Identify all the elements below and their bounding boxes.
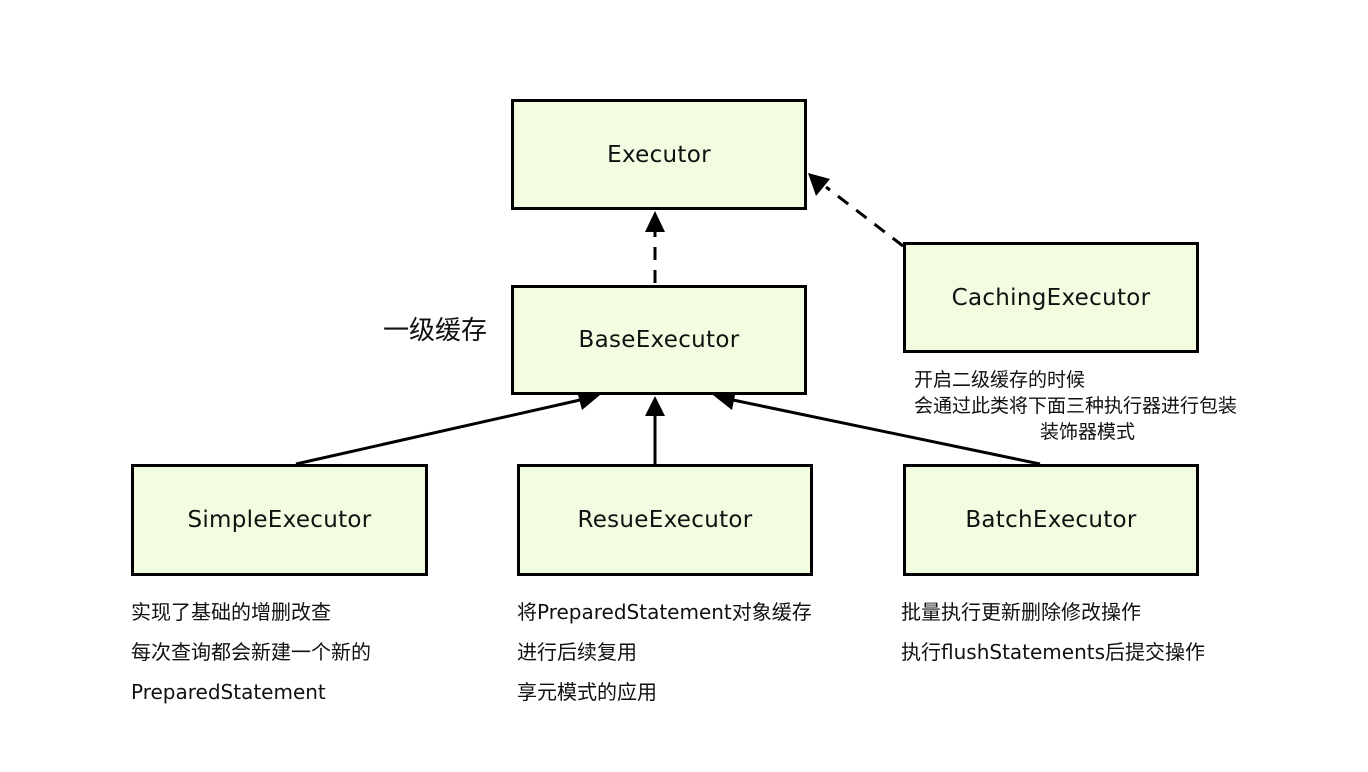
note-batch: 批量执行更新删除修改操作 执行flushStatements后提交操作: [901, 592, 1205, 672]
node-executor: Executor: [511, 99, 807, 210]
node-label: BaseExecutor: [578, 327, 740, 353]
edge-caching-to-executor: [808, 173, 904, 248]
note-line: 开启二级缓存的时候: [914, 369, 1086, 391]
node-caching-executor: CachingExecutor: [903, 242, 1199, 353]
note-reuse: 将PreparedStatement对象缓存 进行后续复用 享元模式的应用: [517, 592, 812, 712]
node-base-executor: BaseExecutor: [511, 285, 807, 395]
node-label: CachingExecutor: [951, 284, 1151, 311]
arrowhead: [577, 391, 600, 410]
node-batch-executor: BatchExecutor: [903, 464, 1199, 576]
note-line: 享元模式的应用: [517, 680, 657, 704]
first-level-cache-label: 一级缓存: [383, 316, 488, 346]
note-line: 执行flushStatements后提交操作: [901, 640, 1206, 664]
note-line: 批量执行更新删除修改操作: [901, 600, 1141, 624]
note-line: 装饰器模式: [1040, 421, 1136, 443]
arrowhead: [645, 396, 665, 416]
node-label: BatchExecutor: [965, 507, 1137, 533]
note-line: 进行后续复用: [517, 640, 637, 664]
edge-reuse-to-base: [645, 396, 665, 464]
arrowhead: [808, 173, 830, 196]
arrowhead: [645, 211, 665, 232]
node-simple-executor: SimpleExecutor: [131, 464, 428, 576]
note-simple: 实现了基础的增删改查 每次查询都会新建一个新的 PreparedStatemen…: [131, 592, 371, 712]
arrowhead: [713, 390, 736, 410]
note-line: 实现了基础的增删改查: [131, 600, 331, 624]
node-label: SimpleExecutor: [187, 507, 372, 533]
edge-base-to-executor: [645, 211, 665, 283]
node-reuse-executor: ResueExecutor: [517, 464, 813, 576]
note-caching: 开启二级缓存的时候 会通过此类将下面三种执行器进行包装 装饰器模式: [914, 367, 1237, 445]
note-line: 会通过此类将下面三种执行器进行包装: [914, 395, 1238, 417]
note-line: 将PreparedStatement对象缓存: [517, 600, 812, 624]
edge-batch-to-base: [713, 390, 1041, 466]
node-label: Executor: [607, 141, 711, 168]
node-label: ResueExecutor: [577, 507, 753, 533]
note-line: PreparedStatement: [131, 680, 326, 704]
note-line: 每次查询都会新建一个新的: [131, 640, 371, 664]
edge-simple-to-base: [295, 391, 600, 466]
